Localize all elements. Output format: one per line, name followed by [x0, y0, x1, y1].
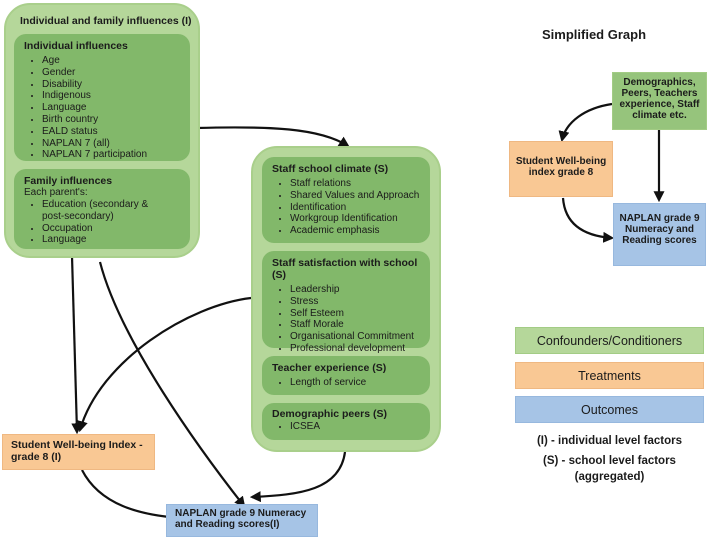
staff-satisfaction-box: Staff satisfaction with school (S) Leade…	[262, 251, 430, 354]
arrow-family-to-climate	[195, 126, 350, 148]
list-item: Language	[42, 102, 180, 114]
demographic-peers-list: ICSEA	[272, 421, 420, 433]
list-item: NAPLAN 7 participation	[42, 149, 180, 161]
group-title: Individual and family influences (I)	[20, 15, 192, 27]
family-influences-subtitle: Each parent's:	[24, 187, 88, 198]
arrow-family-to-wellbeing	[70, 255, 83, 435]
simple-treatment-box: Student Well-being index grade 8	[509, 141, 613, 197]
individual-influences-title: Individual influences	[24, 40, 128, 52]
naplan-line2: and Reading scores(I)	[175, 519, 280, 530]
arrow-family-to-naplan	[98, 261, 246, 508]
teacher-experience-list: Length of service	[272, 377, 420, 389]
list-item: EALD status	[42, 126, 180, 138]
list-item: Indigenous	[42, 90, 180, 102]
teacher-experience-title: Teacher experience (S)	[272, 362, 387, 374]
note-individual: (I) - individual level factors	[536, 435, 683, 447]
simple-outcome-line: NAPLAN grade 9	[619, 213, 700, 224]
list-item: Shared Values and Approach	[290, 190, 420, 202]
list-item: Occupation	[42, 223, 180, 235]
list-item: Leadership	[290, 284, 420, 296]
list-item: Organisational Commitment	[290, 331, 420, 343]
naplan-outcome-box: NAPLAN grade 9 Numeracy and Reading scor…	[166, 504, 318, 537]
list-item: Identification	[290, 202, 420, 214]
staff-climate-title: Staff school climate (S)	[272, 163, 389, 175]
note-school: (S) - school level factors	[543, 455, 676, 467]
simple-confounder-line: climate etc.	[632, 110, 687, 121]
list-item: Disability	[42, 79, 180, 91]
list-item: Birth country	[42, 114, 180, 126]
legend-outcomes: Outcomes	[515, 396, 704, 423]
list-item: Staff relations	[290, 178, 420, 190]
simple-confounder-line: experience, Staff	[619, 99, 700, 110]
wellbeing-line1: Student Well-being Index -	[11, 439, 143, 451]
simple-confounder-box: Demographics, Peers, Teachers experience…	[612, 72, 707, 130]
arrow-school-to-wellbeing	[77, 296, 252, 433]
staff-climate-list: Staff relations Shared Values and Approa…	[272, 178, 420, 237]
individual-influences-list: Age Gender Disability Indigenous Languag…	[24, 55, 180, 161]
list-item: Professional development	[290, 343, 420, 355]
simple-treatment-line: Student Well-being	[515, 156, 607, 167]
list-item: Education (secondary &	[42, 199, 180, 211]
list-item: Length of service	[290, 377, 420, 389]
simple-confounder-line: Demographics,	[623, 77, 696, 88]
individual-influences-box: Individual influences Age Gender Disabil…	[14, 34, 190, 161]
list-item-continuation: post-secondary)	[42, 210, 114, 222]
demographic-peers-title: Demographic peers (S)	[272, 408, 387, 420]
list-item: Gender	[42, 67, 180, 79]
staff-climate-box: Staff school climate (S) Staff relations…	[262, 157, 430, 243]
simple-confounder-line: Peers, Teachers	[621, 88, 698, 99]
list-item: Academic emphasis	[290, 225, 420, 237]
simple-treatment-line: index grade 8	[528, 167, 594, 178]
family-influences-box: Family influences Each parent's: Educati…	[14, 169, 190, 249]
simple-arrow-wellbeing-to-naplan	[561, 197, 615, 243]
wellbeing-line2: grade 8 (I)	[11, 451, 62, 463]
individual-family-group: Individual and family influences (I) Ind…	[4, 3, 200, 258]
staff-satisfaction-title: Staff satisfaction with school (S)	[272, 257, 418, 281]
list-item: Self Esteem	[290, 308, 420, 320]
list-item: Workgroup Identification	[290, 213, 420, 225]
note-aggregated: (aggregated)	[574, 471, 645, 483]
list-item: Stress	[290, 296, 420, 308]
simple-arrow-conf-to-wellbeing	[558, 102, 613, 143]
list-item: Language	[42, 234, 180, 246]
demographic-peers-box: Demographic peers (S) ICSEA	[262, 403, 430, 440]
teacher-experience-box: Teacher experience (S) Length of service	[262, 356, 430, 395]
wellbeing-treatment-box: Student Well-being Index - grade 8 (I)	[2, 434, 155, 470]
family-influences-title: Family influences	[24, 175, 113, 187]
simple-outcome-box: NAPLAN grade 9 Numeracy and Reading scor…	[613, 203, 706, 266]
staff-satisfaction-list: Leadership Stress Self Esteem Staff Mora…	[272, 284, 420, 355]
family-influences-list: Education (secondary & post-secondary) O…	[24, 199, 180, 246]
list-item: Staff Morale	[290, 319, 420, 331]
school-influences-group: Staff school climate (S) Staff relations…	[251, 146, 441, 452]
list-item: ICSEA	[290, 421, 420, 433]
naplan-line1: NAPLAN grade 9 Numeracy	[175, 508, 307, 519]
simple-outcome-line: Reading scores	[622, 235, 697, 246]
simplified-graph-title: Simplified Graph	[542, 27, 647, 42]
simple-outcome-line: Numeracy and	[625, 224, 694, 235]
arrow-school-to-naplan	[249, 451, 347, 503]
legend-confounders: Confounders/Conditioners	[515, 327, 704, 354]
legend-treatments: Treatments	[515, 362, 704, 389]
list-item: NAPLAN 7 (all)	[42, 138, 180, 150]
list-item: Age	[42, 55, 180, 67]
